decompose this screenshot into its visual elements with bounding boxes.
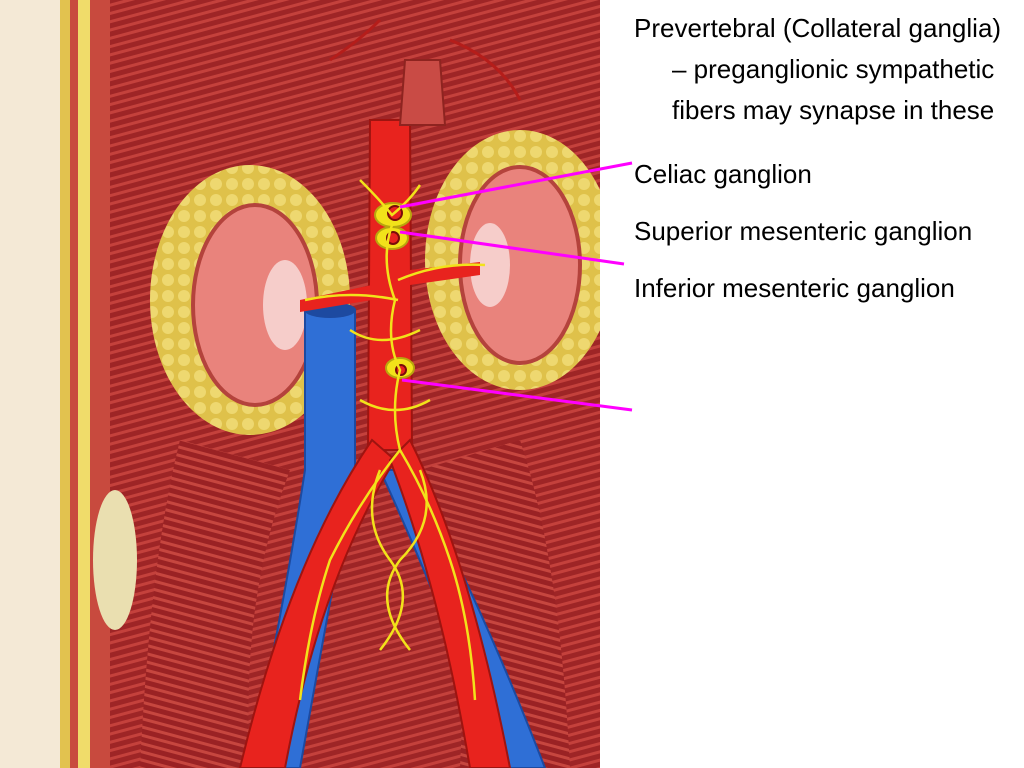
left-kidney bbox=[150, 165, 350, 435]
anatomy-illustration bbox=[0, 0, 600, 768]
esophagus bbox=[398, 59, 447, 126]
renal-artery-left bbox=[300, 285, 372, 312]
psoas-muscle-left bbox=[140, 440, 290, 768]
psoas-muscle-right bbox=[420, 440, 570, 768]
small-vessel bbox=[329, 18, 382, 62]
small-vessel bbox=[449, 38, 522, 101]
renal-artery-right bbox=[410, 262, 480, 285]
label-prevertebral-ganglia: Prevertebral (Collateral ganglia) – preg… bbox=[634, 13, 1002, 125]
abdominal-wall-left bbox=[0, 0, 137, 768]
superior-mesenteric-ganglion-icon bbox=[375, 226, 409, 250]
label-list: Prevertebral (Collateral ganglia) – preg… bbox=[634, 8, 1014, 325]
label-inferior-mesenteric-ganglion: Inferior mesenteric ganglion bbox=[634, 273, 955, 303]
label-superior-mesenteric-ganglion: Superior mesenteric ganglion bbox=[634, 216, 973, 246]
label-celiac-ganglion: Celiac ganglion bbox=[634, 159, 812, 189]
